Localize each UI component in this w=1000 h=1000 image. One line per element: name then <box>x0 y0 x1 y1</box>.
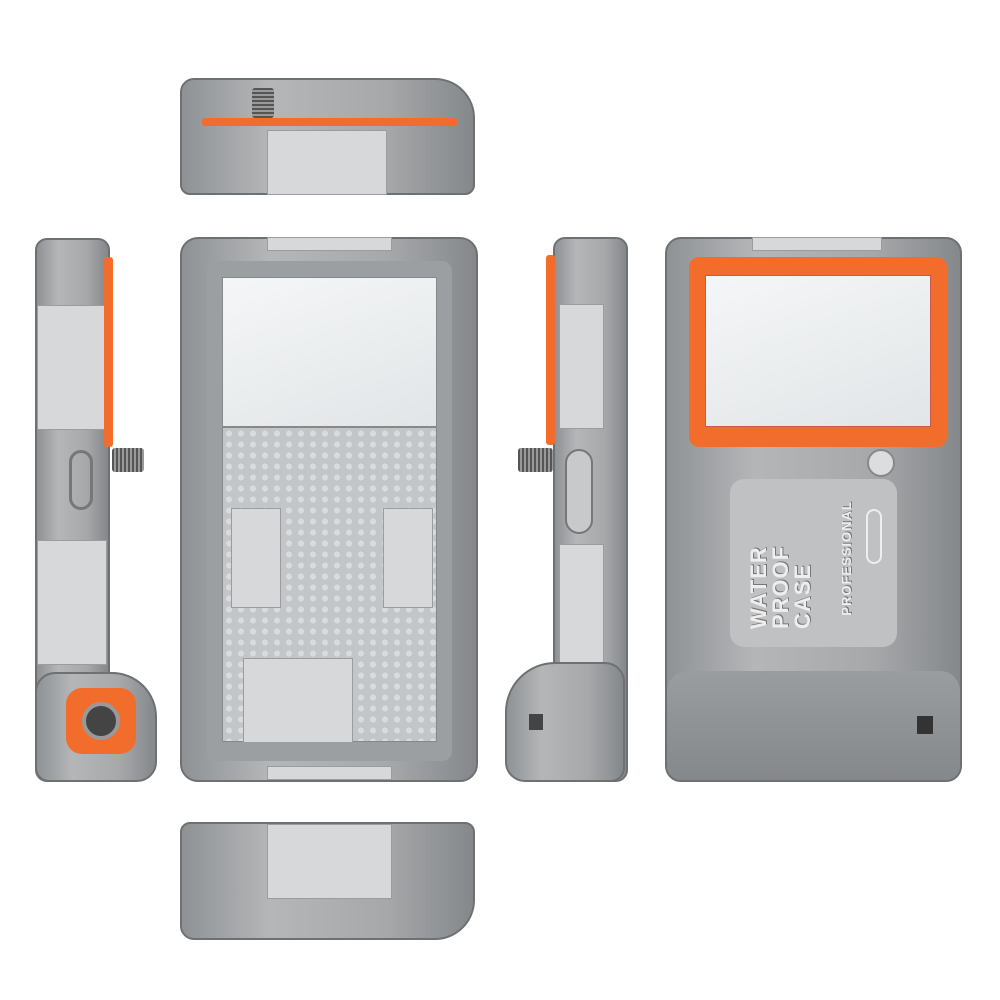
orange-gasket <box>202 118 457 126</box>
grip <box>667 671 960 780</box>
tripod-screw-icon <box>518 448 553 472</box>
brand-logo: WATER PROOF CASE <box>746 499 815 629</box>
label-line: CASE <box>790 563 815 629</box>
lanyard-hole-icon <box>917 716 933 734</box>
screw-knob <box>867 449 895 477</box>
lanyard-hole-icon <box>529 714 543 730</box>
buttons <box>565 449 593 534</box>
orange-gasket <box>104 257 113 447</box>
screen-window <box>222 277 437 427</box>
shutter-button[interactable] <box>66 688 136 754</box>
clamp-left <box>231 508 281 608</box>
latch <box>37 540 107 665</box>
clamp-right <box>383 508 433 608</box>
shutter-icon <box>82 702 120 740</box>
label-panel: WATER PROOF CASE PROFESSIONAL <box>730 479 897 647</box>
top-latch <box>752 237 882 251</box>
tripod-screw-icon <box>112 448 144 472</box>
phone-tray <box>222 427 437 743</box>
latch <box>267 130 387 195</box>
top-latch <box>267 237 392 251</box>
back-view: WATER PROOF CASE PROFESSIONAL <box>665 237 962 782</box>
latch <box>267 824 392 899</box>
clamp-bottom <box>243 658 353 743</box>
brand-logo-professional: PROFESSIONAL <box>839 501 854 616</box>
badge <box>866 509 882 564</box>
top-view <box>180 78 475 195</box>
front-view <box>180 237 478 782</box>
bottom-view <box>180 822 475 940</box>
bottom-latch <box>267 766 392 780</box>
grip <box>505 662 625 782</box>
button <box>69 450 93 510</box>
camera-window <box>705 275 931 427</box>
latch <box>559 544 604 669</box>
latch <box>37 305 107 430</box>
orange-gasket <box>546 255 555 445</box>
tripod-screw-icon <box>252 88 274 118</box>
latch <box>559 304 604 429</box>
camera-window-frame <box>689 257 947 447</box>
